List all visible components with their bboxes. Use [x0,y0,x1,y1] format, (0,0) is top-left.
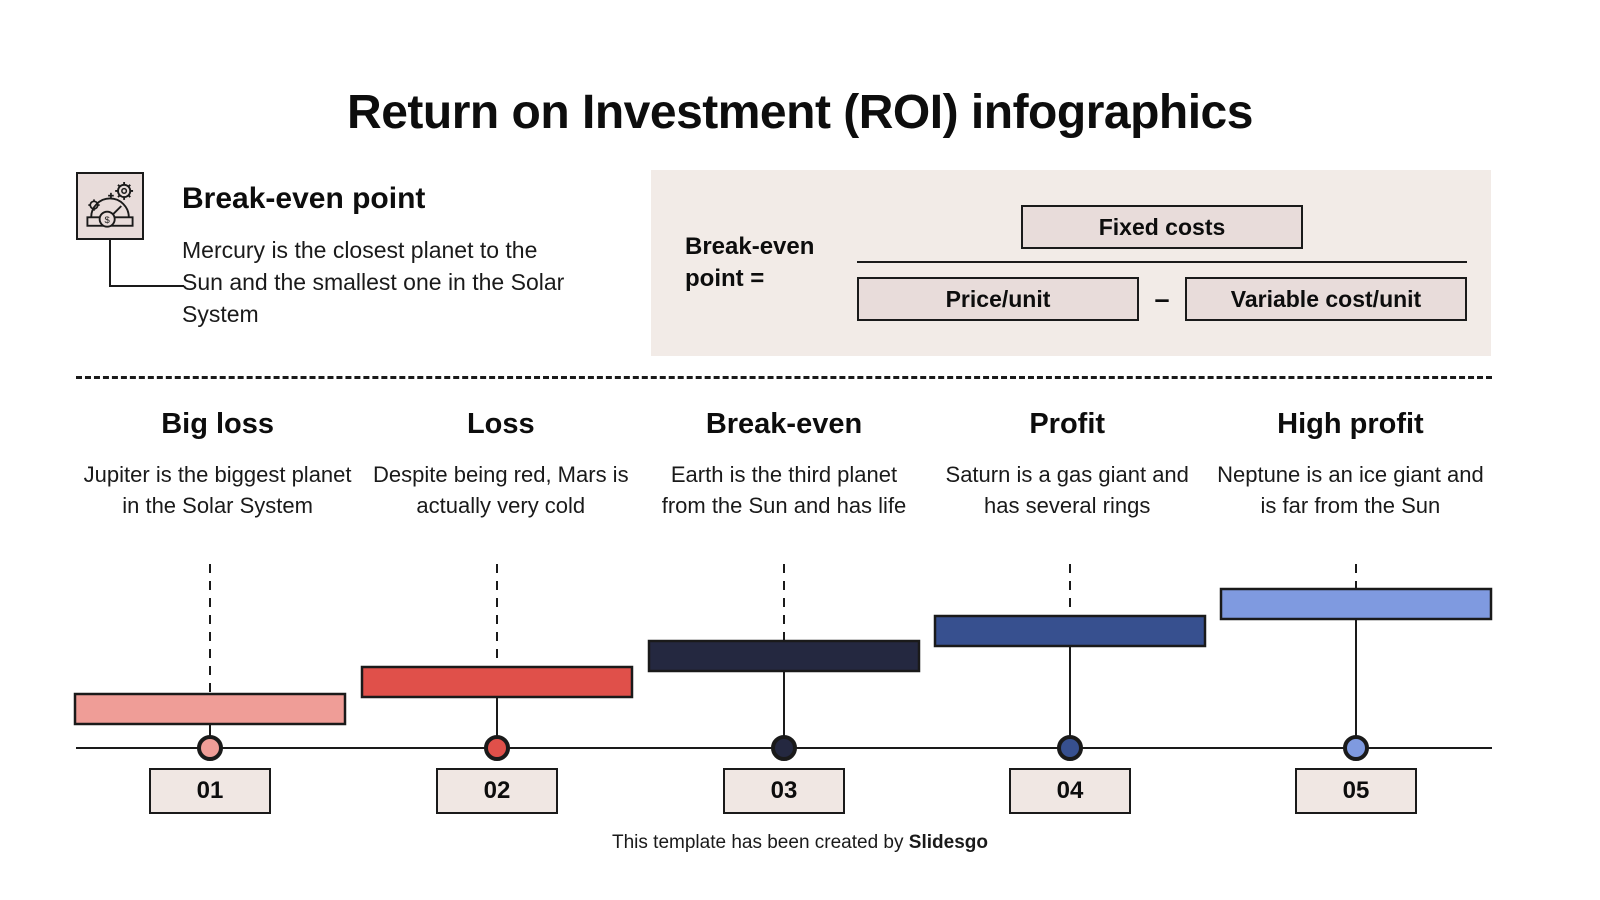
stage-heading: Profit [1029,408,1106,440]
step-number-box[interactable]: 02 [436,768,558,814]
fixed-costs-pill: Fixed costs [1021,205,1303,249]
fraction-denominator: Price/unit – Variable cost/unit [857,277,1467,321]
axis-marker-dot[interactable] [484,735,510,761]
step-number-boxes: 01 02 03 04 05 [0,768,1600,816]
stage-heading: Break-even [705,408,863,440]
stage-columns: Big loss Jupiter is the biggest planet i… [76,408,1492,521]
roi-bar[interactable] [1219,587,1493,621]
roi-bar[interactable] [647,639,921,673]
stage-column-1: Big loss Jupiter is the biggest planet i… [76,408,359,521]
fraction-numerator: Fixed costs [857,205,1467,249]
roi-bar[interactable] [933,614,1207,648]
stage-column-4: Profit Saturn is a gas giant and has sev… [926,408,1209,521]
formula-label: Break-even point = [685,233,815,292]
step-number-box[interactable]: 03 [723,768,845,814]
axis-marker-dot[interactable] [197,735,223,761]
footer-text: This template has been created by [612,832,909,853]
stage-heading: Big loss [161,408,274,440]
stage-description: Neptune is an ice giant and is far from … [1217,462,1484,518]
svg-text:$: $ [105,214,111,225]
section-divider [76,376,1492,379]
roi-bar[interactable] [73,692,347,726]
break-even-formula-panel: Break-even point = Fixed costs Price/uni… [651,170,1491,356]
minus-operator: – [1154,283,1170,314]
step-number-box[interactable]: 05 [1295,768,1417,814]
break-even-description: Mercury is the closest planet to the Sun… [182,237,565,327]
stage-description: Jupiter is the biggest planet in the Sol… [83,462,352,518]
roi-bar[interactable] [360,665,634,699]
page-title: Return on Investment (ROI) infographics [347,86,1253,139]
variable-cost-per-unit-pill: Variable cost/unit [1185,277,1467,321]
step-number-box[interactable]: 01 [149,768,271,814]
break-even-heading: Break-even point [182,182,426,215]
stage-column-2: Loss Despite being red, Mars is actually… [359,408,642,521]
stage-column-5: High profit Neptune is an ice giant and … [1209,408,1492,521]
stage-heading: Loss [466,408,535,440]
fraction-bar [857,261,1467,263]
step-number-box[interactable]: 04 [1009,768,1131,814]
stage-description: Earth is the third planet from the Sun a… [661,462,907,518]
stage-description: Despite being red, Mars is actually very… [373,462,629,518]
price-per-unit-pill: Price/unit [857,277,1139,321]
axis-marker-dot[interactable] [1343,735,1369,761]
stage-column-3: Break-even Earth is the third planet fro… [642,408,925,521]
stage-description: Saturn is a gas giant and has several ri… [945,462,1189,518]
footer-brand: Slidesgo [908,832,988,853]
icon-connector-line [76,240,196,300]
roi-bar-chart [0,560,1600,820]
footer-credit: This template has been created by Slides… [0,832,1600,854]
gauge-money-icon: $ [76,172,144,240]
stage-heading: High profit [1277,408,1424,440]
axis-marker-dot[interactable] [1057,735,1083,761]
axis-marker-dot[interactable] [771,735,797,761]
formula-fraction: Fixed costs Price/unit – Variable cost/u… [857,205,1467,321]
